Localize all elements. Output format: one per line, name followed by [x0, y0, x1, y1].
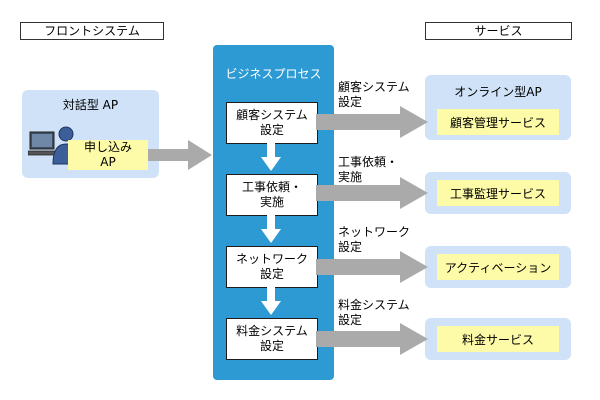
construction-supervision-service: 工事監理サービス — [437, 180, 559, 206]
arrow-step-1-2 — [261, 142, 281, 171]
arrow-label-network: ネットワーク 設定 — [338, 225, 411, 254]
arrow-to-customer-management — [316, 106, 428, 138]
step-billing: 料金システム 設定 — [226, 318, 318, 360]
step-network: ネットワーク 設定 — [226, 246, 318, 288]
front-system-header: フロントシステム — [20, 22, 164, 40]
arrow-step-2-3 — [261, 214, 281, 243]
arrow-step-3-4 — [261, 286, 281, 315]
arrow-to-construction-supervision — [316, 177, 428, 209]
arrow-to-billing — [316, 323, 428, 355]
arrow-label-customer-system: 顧客システム 設定 — [338, 80, 410, 109]
business-process-title: ビジネスプロセス — [225, 67, 322, 81]
billing-service: 料金サービス — [437, 326, 559, 352]
apply-ap-label: 申し込み AP — [83, 140, 132, 169]
apply-ap-box: 申し込み AP — [68, 140, 148, 170]
service-header: サービス — [425, 22, 572, 40]
arrow-label-construction: 工事依頼・ 実施 — [338, 155, 399, 184]
customer-management-service: 顧客管理サービス — [437, 109, 559, 135]
step-construction: 工事依頼・ 実施 — [226, 174, 318, 216]
interactive-ap-title: 対話型 AP — [62, 98, 119, 112]
online-ap-title: オンライン型AP — [454, 85, 542, 99]
arrow-label-billing: 料金システム 設定 — [338, 298, 410, 327]
activation-service: アクティベーション — [437, 254, 559, 280]
arrow-to-business-process — [148, 140, 212, 170]
arrow-to-activation — [316, 251, 428, 283]
